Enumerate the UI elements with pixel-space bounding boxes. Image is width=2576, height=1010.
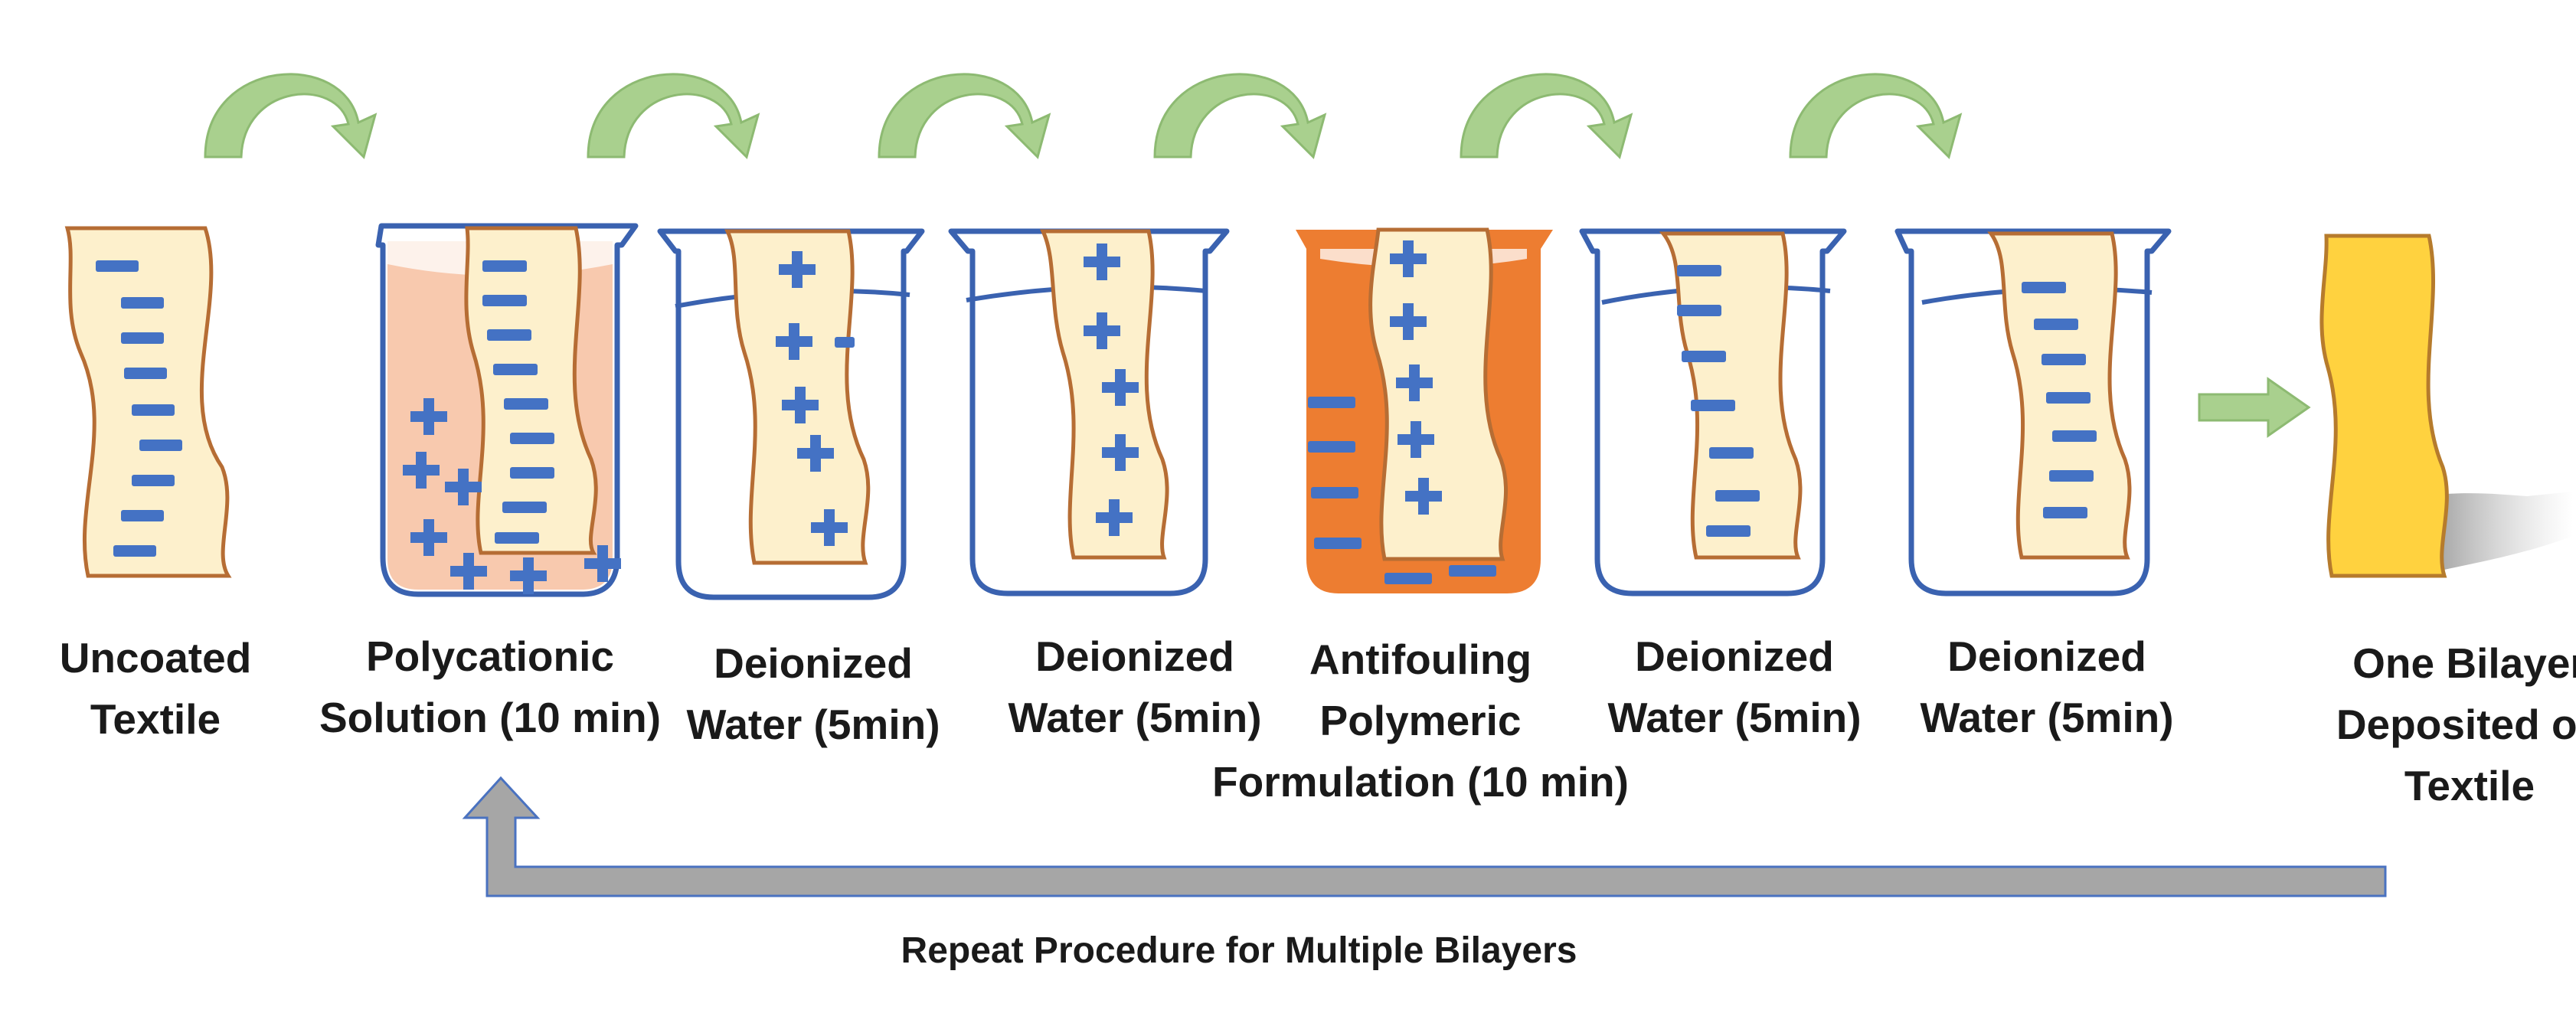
- step-label-line: Water (5min): [686, 701, 940, 748]
- textile-strip-5: [1368, 227, 1508, 561]
- return-arrow: [462, 776, 2387, 897]
- step-label-line: One Bilayer: [2352, 639, 2576, 687]
- curved-arrows: [204, 73, 1963, 159]
- beaker-water-4: [1894, 228, 2172, 597]
- beaker-water-1: [657, 228, 925, 600]
- curved-arrow-6: [1789, 73, 1963, 159]
- negative-charges: [1677, 265, 1760, 537]
- beaker-outline: [1894, 228, 2172, 597]
- curved-arrow-3: [878, 73, 1051, 159]
- step-label-line: Deionized: [1947, 632, 2146, 680]
- beaker-outline: [657, 228, 925, 600]
- beaker-polycationic: [375, 223, 639, 597]
- positive-charges: [1390, 240, 1442, 515]
- textile-strip-coated: [2319, 234, 2449, 578]
- positive-charges: [776, 251, 848, 546]
- step-label-line: Textile: [90, 695, 221, 743]
- step-label-line: Uncoated: [60, 634, 252, 682]
- negative-charges: [96, 260, 182, 557]
- step-label-line: Textile: [2404, 762, 2535, 809]
- step-label-line: Water (5min): [1920, 694, 2173, 741]
- uncoated-textile: [64, 226, 232, 578]
- textile-strip-4: [1040, 229, 1169, 560]
- step-label-line: Solution (10 min): [319, 694, 661, 741]
- positive-charges-solution: [403, 398, 621, 594]
- textile-strip-2: [464, 226, 598, 555]
- negative-charges: [482, 260, 554, 544]
- textile-strip-1: [64, 226, 232, 578]
- step-label-line: Water (5min): [1607, 694, 1861, 741]
- curved-arrow-1: [204, 73, 378, 159]
- curved-arrow-2: [587, 73, 760, 159]
- textile-shadow: [2412, 492, 2573, 576]
- beaker-water-3: [1579, 228, 1847, 597]
- positive-charges: [1084, 244, 1139, 536]
- beaker-water-2: [948, 228, 1230, 597]
- curved-arrow-4: [1153, 73, 1327, 159]
- step-label-line: Formulation (10 min): [1212, 758, 1629, 806]
- step-label-line: Deionized: [714, 639, 913, 687]
- step-label-line: Deionized: [1635, 632, 1834, 680]
- step-label-line: Deionized: [1035, 632, 1234, 680]
- step-label-line: Antifouling: [1309, 636, 1532, 683]
- curved-arrow-5: [1460, 73, 1633, 159]
- repeat-label: Repeat Procedure for Multiple Bilayers: [901, 930, 1577, 971]
- step-label-line: Polycationic: [366, 632, 614, 680]
- negative-charges: [2022, 282, 2097, 518]
- coated-textile: [2319, 234, 2573, 578]
- beaker-antifouling: [1296, 227, 1553, 593]
- step-label-line: Water (5min): [1008, 694, 1261, 741]
- negative-charge-residual: [835, 337, 855, 348]
- straight-arrow: [2198, 377, 2311, 438]
- step-label-line: Deposited on: [2336, 701, 2576, 748]
- negative-charges-solution: [1308, 397, 1496, 584]
- step-label-line: Polymeric: [1320, 697, 1522, 744]
- beaker-outline: [1579, 228, 1847, 597]
- textile-strip-6: [1659, 231, 1803, 560]
- beaker-outline: [948, 228, 1230, 597]
